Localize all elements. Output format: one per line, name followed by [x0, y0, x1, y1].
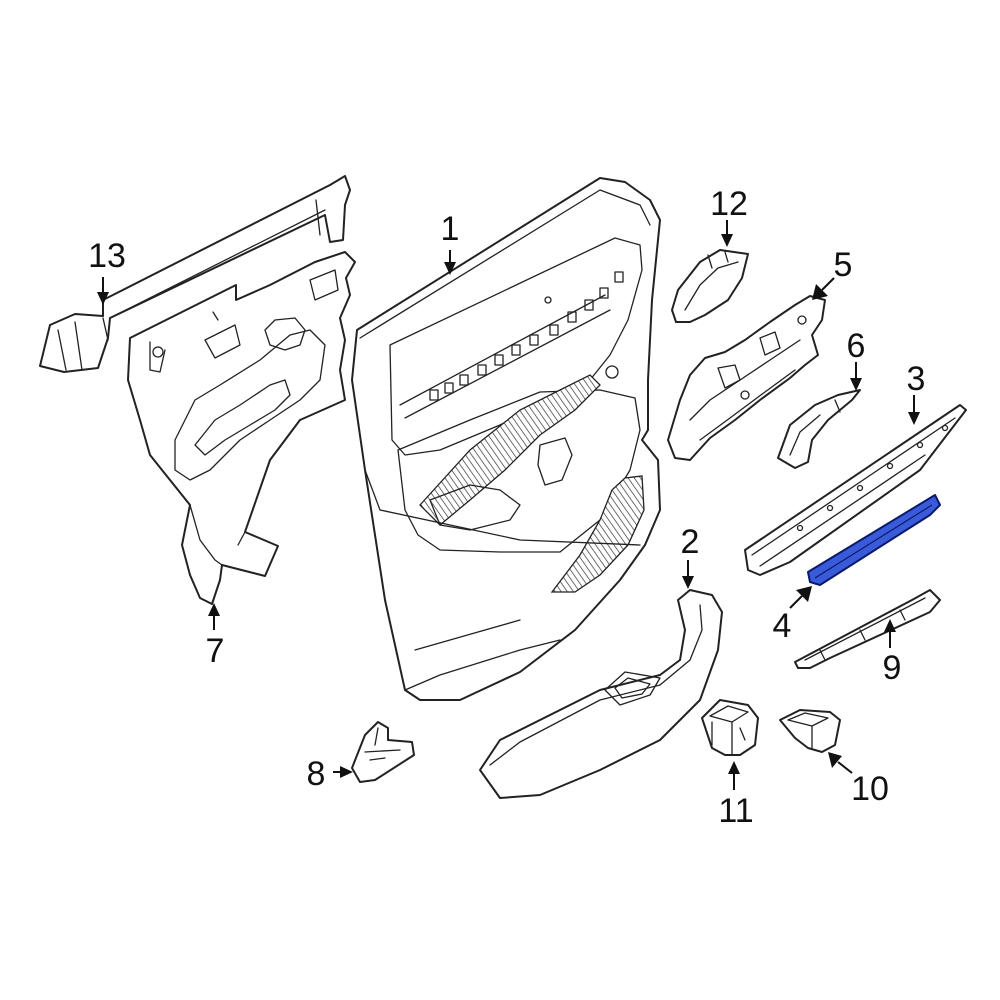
- callout-4: 4: [773, 607, 792, 645]
- callout-labels: 1 2 3 4 5 6 7 8 9 10 11 12 13: [88, 185, 925, 830]
- part-9-lower-strip: [794, 589, 941, 669]
- part-13-beltline-strip: [39, 175, 351, 373]
- callout-9: 9: [883, 649, 902, 687]
- callout-10: 10: [851, 770, 889, 808]
- callout-5: 5: [834, 246, 853, 284]
- callout-7: 7: [206, 632, 225, 670]
- callout-2: 2: [681, 523, 700, 561]
- part-1-door-trim-panel: [351, 177, 661, 701]
- callout-3: 3: [907, 360, 926, 398]
- part-5-handle-bracket: [667, 295, 826, 461]
- part-2-armrest: [479, 589, 723, 799]
- part-3-applique-strip: [744, 404, 967, 576]
- callout-13: 13: [88, 237, 126, 275]
- leader-lines: [97, 220, 920, 790]
- part-8-clip: [351, 721, 415, 783]
- callout-6: 6: [847, 327, 866, 365]
- callout-12: 12: [710, 185, 748, 223]
- part-10-switch: [779, 709, 841, 753]
- callout-1: 1: [441, 210, 460, 248]
- callout-11: 11: [718, 792, 753, 830]
- part-6-trim-piece: [777, 389, 861, 469]
- part-11-switch: [701, 699, 759, 756]
- part-4-highlighted-strip: [807, 494, 941, 586]
- part-7-inner-shield: [127, 251, 356, 605]
- callout-8: 8: [307, 755, 326, 793]
- part-12-handle-bezel: [671, 249, 749, 323]
